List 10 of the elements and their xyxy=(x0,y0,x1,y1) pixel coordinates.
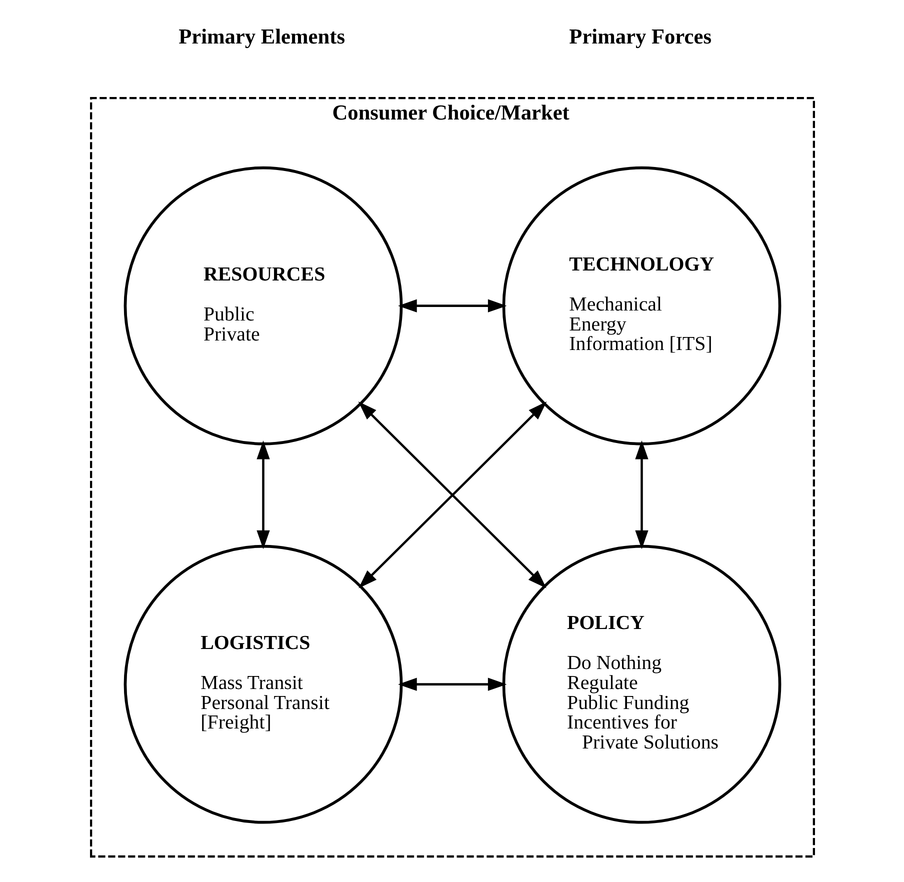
arrow xyxy=(398,299,506,312)
arrow xyxy=(634,440,648,550)
node-circle: LOGISTICS Mass Transit Personal Transit [Freight] xyxy=(123,544,402,824)
arrow xyxy=(256,440,270,550)
node-circle: POLICY Do Nothing Regulate Public Funding Incentives for Private Solutions xyxy=(502,544,781,824)
node-circle: TECHNOLOGY Mechanical Energy Information [ITS] xyxy=(502,166,781,446)
label: Primary Elements xyxy=(178,24,345,48)
node-circle: RESOURCES Public Private xyxy=(123,166,402,446)
label: Primary Forces xyxy=(568,24,712,48)
arrow xyxy=(398,678,506,691)
